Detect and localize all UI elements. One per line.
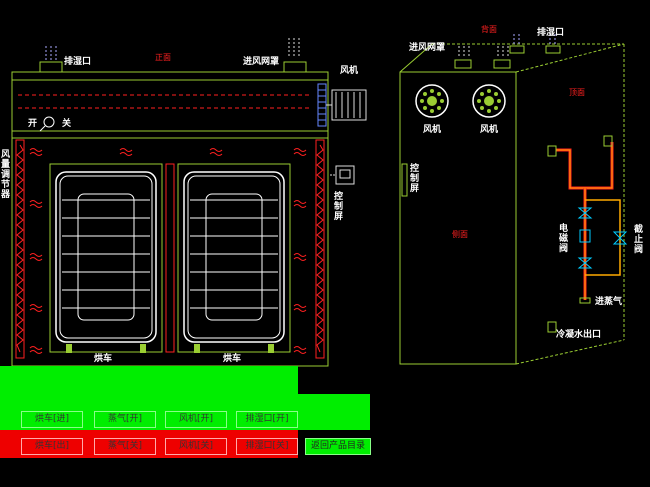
side-view xyxy=(399,34,628,365)
control-screen-label: 控制屏 xyxy=(333,192,343,222)
stop-valve-icon xyxy=(612,231,628,245)
close-label: 关 xyxy=(62,119,72,129)
fan-icon-1 xyxy=(415,84,449,118)
side-intake-label: 进风网罩 xyxy=(409,43,446,53)
fan-label-front: 风机 xyxy=(340,66,359,76)
steam-off-button[interactable]: 蒸气[关] xyxy=(94,438,156,455)
return-catalog-button[interactable]: 返回产品目录 xyxy=(305,438,371,455)
open-label: 开 xyxy=(28,119,38,129)
cart-left xyxy=(49,163,163,353)
fan-icon-2 xyxy=(472,84,506,118)
cart-left-label: 烘车 xyxy=(94,354,113,364)
side-exhaust-label: 排湿口 xyxy=(537,28,565,38)
top-view-tag: 顶面 xyxy=(569,88,585,97)
side-top-vents xyxy=(454,34,561,69)
fan-on-button[interactable]: 风机[开] xyxy=(165,411,227,428)
fan1-label: 风机 xyxy=(423,125,442,135)
heat-wave-icons xyxy=(29,148,307,354)
exhaust-port-label: 排湿口 xyxy=(64,57,92,67)
side-view-tag: 侧面 xyxy=(452,230,468,239)
cart-in-button[interactable]: 烘车[进] xyxy=(21,411,83,428)
solenoid-valve-label: 电磁阀 xyxy=(558,224,568,254)
exhaust-port xyxy=(39,46,63,73)
steam-on-button[interactable]: 蒸气[开] xyxy=(94,411,156,428)
front-view-tag: 正面 xyxy=(155,53,171,62)
steam-inlet-label: 进蒸气 xyxy=(595,297,623,307)
fan2-label: 风机 xyxy=(480,125,499,135)
cart-right-label: 烘车 xyxy=(223,354,242,364)
switch-icon xyxy=(39,116,55,132)
back-view-tag: 背面 xyxy=(481,25,497,34)
exhaust-close-button[interactable]: 排湿口[关] xyxy=(236,438,298,455)
front-view xyxy=(11,38,367,367)
center-heater xyxy=(165,163,175,353)
side-control-label: 控制屏 xyxy=(409,164,419,194)
side-control-bar xyxy=(401,163,408,197)
exhaust-open-button[interactable]: 排湿口[开] xyxy=(236,411,298,428)
steam-piping xyxy=(547,135,628,333)
cart-right xyxy=(177,163,291,353)
cart-out-button[interactable]: 烘车[出] xyxy=(21,438,83,455)
solenoid-valve-icon xyxy=(577,207,593,269)
control-panel-bg-right xyxy=(298,394,370,430)
intake-hood xyxy=(283,38,307,73)
stop-valve-label: 截止阀 xyxy=(633,225,643,255)
left-heater-column xyxy=(15,139,25,359)
condensate-outlet-label: 冷凝水出口 xyxy=(556,330,602,340)
fan-off-button[interactable]: 风机[关] xyxy=(165,438,227,455)
control-panel-icon xyxy=(330,165,355,185)
right-heater-column xyxy=(315,139,325,359)
intake-hood-label: 进风网罩 xyxy=(243,57,280,67)
fan-unit-front xyxy=(317,83,367,127)
damper-label: 风量调节器 xyxy=(0,150,10,200)
